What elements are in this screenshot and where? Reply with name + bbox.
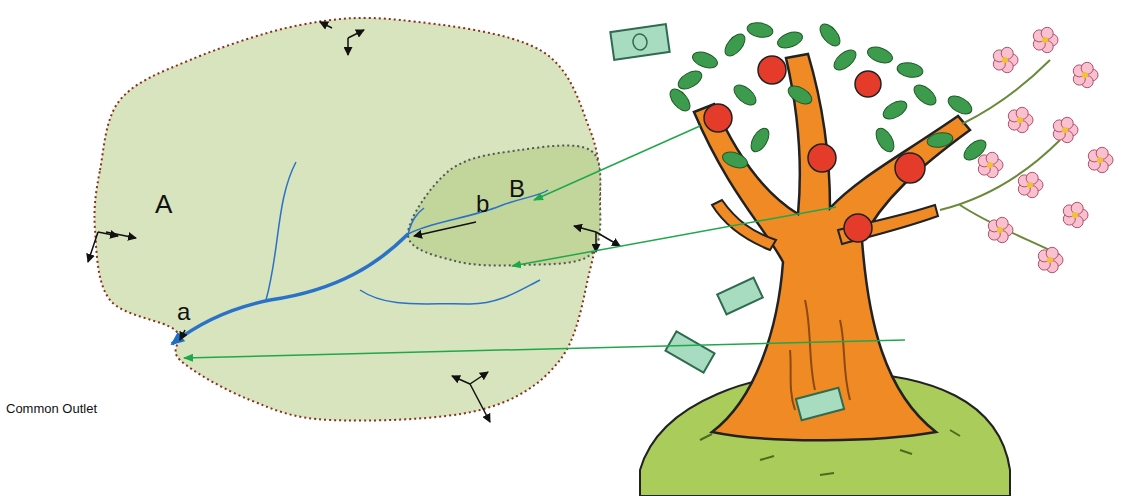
flower-petal [986, 152, 998, 164]
flower-center [1082, 72, 1088, 78]
watershed-region: AB [75, 15, 605, 425]
flower-center [997, 227, 1003, 233]
leaf [872, 125, 897, 155]
region-boundary [408, 145, 600, 265]
flower-petal [1041, 27, 1053, 39]
leaf [690, 49, 719, 71]
region-name: B [509, 177, 525, 201]
boundary-arrows [88, 22, 620, 422]
point-label: b [476, 192, 489, 216]
flower-petal [1081, 62, 1093, 74]
leaf [747, 125, 772, 155]
leaf [831, 46, 860, 73]
leaf [911, 81, 940, 108]
flower-petal [1061, 117, 1073, 129]
flower-center [1027, 182, 1033, 188]
flower-center [987, 162, 993, 168]
apples [704, 56, 925, 242]
region-name: A [155, 191, 172, 217]
leaf [945, 92, 975, 117]
leaf [926, 131, 954, 149]
flower-twig [940, 60, 1060, 255]
region-boundary [94, 18, 600, 421]
flower-petal [1071, 202, 1083, 214]
leaf [720, 149, 749, 171]
money-bills [610, 24, 844, 420]
leaf [896, 61, 924, 79]
flower-petal [1046, 247, 1058, 259]
flower-petal [1001, 47, 1013, 59]
leaf [666, 86, 693, 115]
leaf [746, 21, 774, 39]
outlet-label: Common Outlet [6, 402, 97, 415]
flower-center [1072, 212, 1078, 218]
leaf [675, 67, 705, 92]
leaf [731, 81, 760, 108]
flower-petal [996, 217, 1008, 229]
leaf [775, 29, 804, 51]
leaf [721, 31, 748, 60]
flower-center [1047, 257, 1053, 263]
flower-center [1042, 37, 1048, 43]
flower-center [1097, 157, 1103, 163]
point-label: a [177, 300, 190, 324]
leaf [785, 82, 815, 107]
flower-petal [1016, 107, 1028, 119]
tree-flowers [940, 27, 1113, 272]
flower-center [1017, 117, 1023, 123]
mapping-arrows [184, 126, 905, 358]
sub-watershed-region: B [405, 145, 600, 270]
flower-petal [1026, 172, 1038, 184]
flower-center [1002, 57, 1008, 63]
region-outline [405, 145, 600, 270]
streams [172, 162, 548, 344]
leaf [880, 97, 910, 122]
tree-leaves [666, 21, 989, 171]
label-pointers [180, 222, 476, 340]
tree-trunk [694, 54, 970, 440]
flower-petal [1096, 147, 1108, 159]
leaf [816, 21, 843, 50]
flower-center [1062, 127, 1068, 133]
leaf [865, 44, 894, 66]
